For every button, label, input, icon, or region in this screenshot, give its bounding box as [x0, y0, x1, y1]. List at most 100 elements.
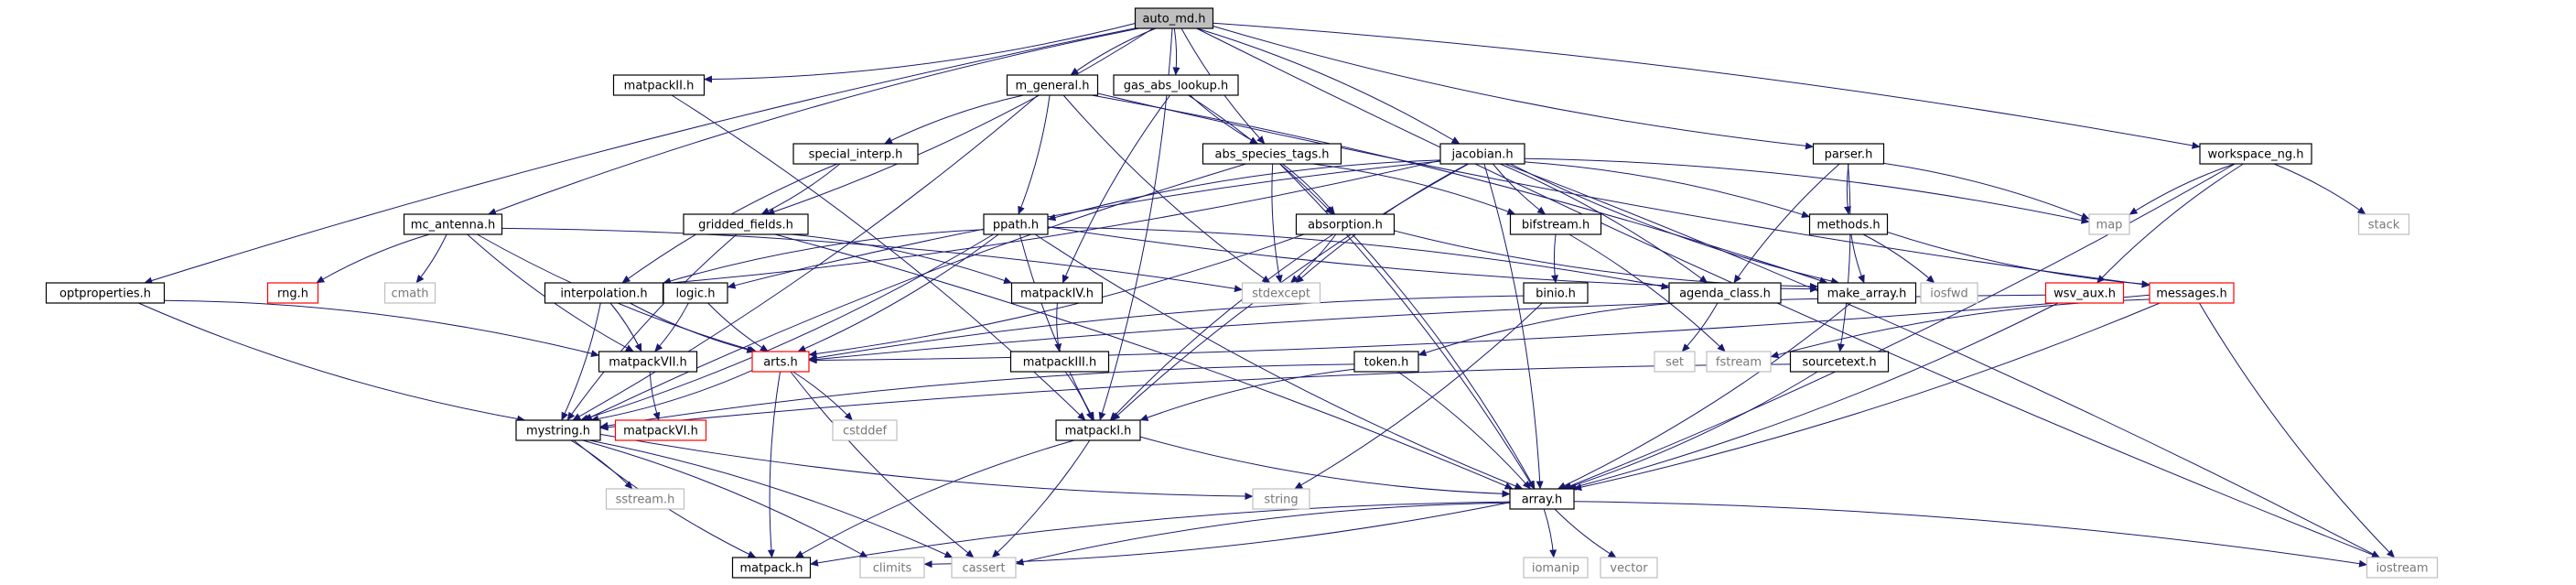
node-binio[interactable]: binio.h — [1523, 282, 1589, 304]
node-agenda-class[interactable]: agenda_class.h — [1668, 282, 1782, 304]
node-m-general[interactable]: m_general.h — [1006, 74, 1099, 96]
node-interpolation[interactable]: interpolation.h — [544, 282, 664, 304]
node-vector[interactable]: vector — [1600, 557, 1658, 579]
node-box — [663, 282, 728, 304]
node-messages[interactable]: messages.h — [2149, 282, 2235, 304]
node-box — [1920, 282, 1978, 304]
node-box — [1808, 213, 1889, 235]
edge-parser-to-sourcetext — [1837, 163, 1851, 352]
node-box — [1252, 488, 1310, 510]
edge-ppath-to-mystring — [579, 233, 994, 422]
edge-gridded-fields-to-array — [774, 233, 1514, 490]
node-box — [859, 557, 925, 579]
node-abs-species-tags[interactable]: abs_species_tags.h — [1202, 143, 1342, 165]
edge-gridded-fields-to-matpackIV — [791, 233, 1012, 285]
edge-matpackVII-to-matpackVI — [649, 371, 661, 421]
node-box — [1295, 213, 1396, 235]
node-absorption[interactable]: absorption.h — [1295, 213, 1396, 235]
node-box — [731, 557, 812, 579]
node-label: bifstream.h — [1522, 219, 1590, 233]
node-make-array[interactable]: make_array.h — [1816, 282, 1917, 304]
node-label: methods.h — [1816, 219, 1880, 233]
node-set[interactable]: set — [1654, 351, 1696, 373]
node-matpack[interactable]: matpack.h — [731, 557, 812, 579]
node-matpackVI[interactable]: matpackVI.h — [614, 419, 707, 441]
node-climits[interactable]: climits — [859, 557, 925, 579]
node-mystring[interactable]: mystring.h — [515, 419, 601, 441]
node-box — [1789, 351, 1890, 373]
node-gridded-fields[interactable]: gridded_fields.h — [683, 213, 809, 235]
node-box — [2199, 143, 2312, 165]
node-sourcetext[interactable]: sourcetext.h — [1789, 351, 1890, 373]
node-auto-md[interactable]: auto_md.h — [1134, 7, 1214, 29]
node-wsv-aux[interactable]: wsv_aux.h — [2044, 282, 2125, 304]
edge-array-to-iostream — [1573, 501, 2367, 568]
node-stack[interactable]: stack — [2357, 213, 2410, 235]
edge-m-general-to-stdexcept — [1062, 94, 1271, 284]
node-matpackIII[interactable]: matpackIII.h — [1009, 351, 1110, 373]
edge-methods-to-iosfwd — [1862, 233, 1935, 284]
edge-interpolation-to-mystring — [561, 302, 601, 421]
node-cstddef[interactable]: cstddef — [832, 419, 898, 441]
node-bifstream[interactable]: bifstream.h — [1509, 213, 1602, 235]
node-matpackVII[interactable]: matpackVII.h — [598, 351, 698, 373]
node-string[interactable]: string — [1252, 488, 1310, 510]
node-cassert[interactable]: cassert — [951, 557, 1017, 579]
node-box — [1654, 351, 1696, 373]
edge-jacobian-to-make-array — [1510, 163, 1840, 285]
node-fstream[interactable]: fstream — [1706, 351, 1772, 373]
edge-m-general-to-ppath — [1018, 94, 1051, 215]
node-map[interactable]: map — [2088, 213, 2130, 235]
node-label: sourcetext.h — [1802, 356, 1876, 370]
node-cmath[interactable]: cmath — [383, 282, 437, 304]
node-label: abs_species_tags.h — [1214, 148, 1329, 162]
edge-absorption-to-arts — [808, 233, 1304, 358]
node-rng[interactable]: rng.h — [266, 282, 319, 304]
node-label: array.h — [1522, 493, 1563, 507]
node-matpackIV[interactable]: matpackIV.h — [1010, 282, 1104, 304]
node-box — [1706, 351, 1772, 373]
edge-m-general-to-mystring — [572, 94, 1039, 421]
node-arts[interactable]: arts.h — [751, 351, 810, 373]
node-label: stack — [2368, 219, 2400, 233]
node-label: workspace_ng.h — [2208, 148, 2304, 162]
edge-binio-to-string — [1294, 302, 1543, 490]
node-iomanip[interactable]: iomanip — [1523, 557, 1589, 579]
edge-array-to-climits — [923, 502, 1511, 569]
node-label: gridded_fields.h — [698, 219, 793, 233]
node-box — [2357, 213, 2410, 235]
node-iostream[interactable]: iostream — [2366, 557, 2439, 579]
node-sstream[interactable]: sstream.h — [605, 488, 685, 510]
node-gas-abs-lookup[interactable]: gas_abs_lookup.h — [1113, 74, 1239, 96]
node-label: auto_md.h — [1142, 13, 1205, 27]
node-matpackI[interactable]: matpackI.h — [1055, 419, 1141, 441]
node-stdexcept[interactable]: stdexcept — [1241, 282, 1321, 304]
node-iosfwd[interactable]: iosfwd — [1920, 282, 1978, 304]
node-logic[interactable]: logic.h — [663, 282, 728, 304]
edge-gas-abs-lookup-to-matpackIV — [1062, 94, 1171, 284]
edge-mystring-to-sstream — [570, 439, 633, 490]
node-parser[interactable]: parser.h — [1812, 143, 1885, 165]
edge-bifstream-to-binio — [1551, 233, 1558, 284]
node-jacobian[interactable]: jacobian.h — [1439, 143, 1525, 165]
node-methods[interactable]: methods.h — [1808, 213, 1889, 235]
edge-matpackI-to-matpack — [794, 439, 1074, 558]
node-mc-antenna[interactable]: mc_antenna.h — [403, 213, 503, 235]
node-matpackII[interactable]: matpackII.h — [612, 74, 706, 96]
node-optproperties[interactable]: optproperties.h — [45, 282, 166, 304]
edge-mystring-to-climits — [582, 439, 868, 558]
node-special-interp[interactable]: special_interp.h — [792, 143, 919, 165]
node-array[interactable]: array.h — [1509, 488, 1575, 510]
edge-messages-to-iostream — [2198, 302, 2395, 558]
node-box — [1009, 351, 1110, 373]
node-token[interactable]: token.h — [1353, 351, 1419, 373]
node-workspace-ng[interactable]: workspace_ng.h — [2199, 143, 2312, 165]
node-label: matpackIII.h — [1023, 356, 1097, 370]
edge-ppath-to-arts — [797, 233, 999, 352]
node-label: iostream — [2376, 562, 2428, 576]
node-label: absorption.h — [1308, 219, 1383, 233]
edge-jacobian-to-map — [1524, 157, 2090, 224]
node-ppath[interactable]: ppath.h — [983, 213, 1049, 235]
edge-messages-to-array — [1573, 302, 2161, 492]
node-label: set — [1665, 356, 1684, 370]
